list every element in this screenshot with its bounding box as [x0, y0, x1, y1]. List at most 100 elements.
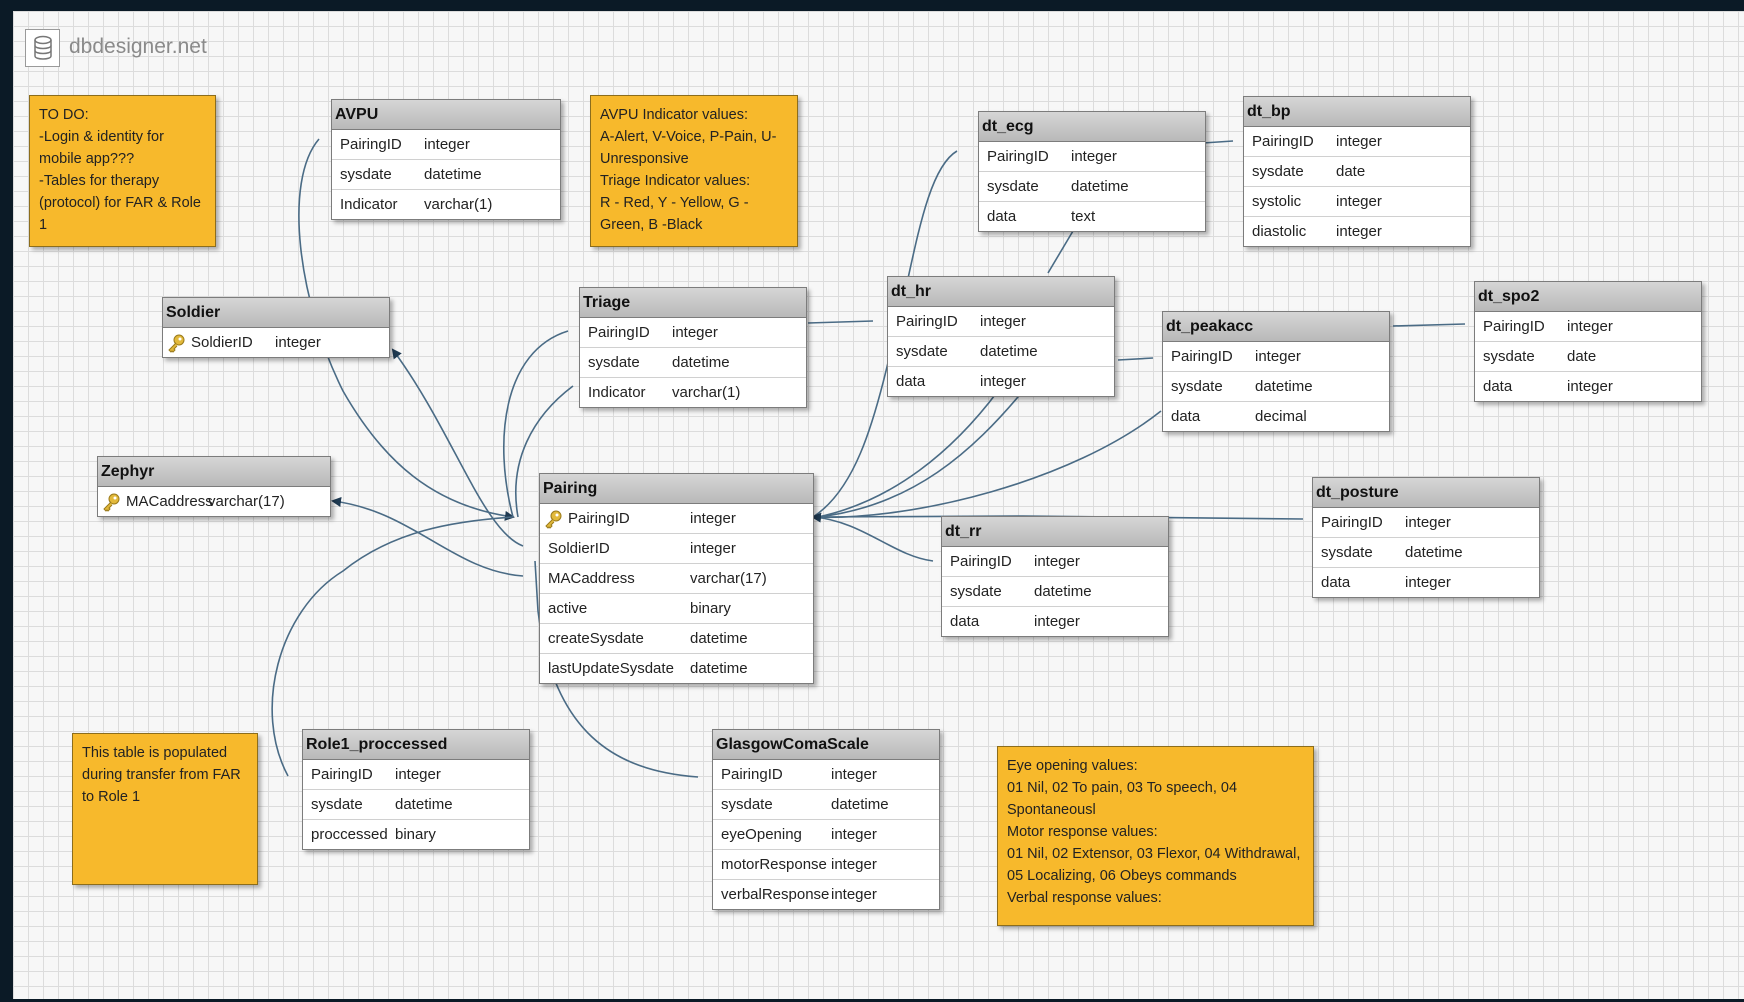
field-name: PairingID [568, 510, 630, 527]
field-type: integer [1567, 318, 1613, 335]
field-type: text [1071, 208, 1096, 225]
note-todo[interactable]: TO DO: -Login & identity for mobile app?… [29, 95, 216, 247]
connector-rr-pairing [811, 512, 934, 562]
note-role1-populated[interactable]: This table is populated during transfer … [72, 733, 258, 885]
field-name: PairingID [340, 136, 402, 153]
diagram-canvas[interactable]: dbdesigner.net TO DO: -Login & identity … [13, 11, 1744, 999]
table-title[interactable]: dt_posture [1313, 478, 1539, 508]
field-type: integer [1071, 148, 1117, 165]
field-type: integer [1255, 348, 1301, 365]
connector-role1-pairing [271, 516, 514, 777]
note-avpu-triage-values[interactable]: AVPU Indicator values: A-Alert, V-Voice,… [590, 95, 798, 247]
field-type: datetime [395, 796, 453, 813]
field-name: verbalResponse [721, 886, 830, 903]
dbdesigner-logo[interactable] [25, 29, 60, 67]
field-name: PairingID [1483, 318, 1545, 335]
table-title[interactable]: Triage [580, 288, 806, 318]
table-title[interactable]: dt_rr [942, 517, 1168, 547]
table-title[interactable]: Pairing [540, 474, 813, 504]
field-type: integer [831, 856, 877, 873]
table-title[interactable]: AVPU [332, 100, 560, 130]
field-type: datetime [690, 660, 748, 677]
table-title[interactable]: dt_spo2 [1475, 282, 1701, 312]
table-title[interactable]: Soldier [163, 298, 389, 328]
field-name: eyeOpening [721, 826, 802, 843]
field-name: diastolic [1252, 223, 1307, 240]
field-type: integer [395, 766, 441, 783]
field-name: PairingID [987, 148, 1049, 165]
field-type: integer [1405, 574, 1451, 591]
table-title[interactable]: Role1_proccessed [303, 730, 529, 760]
table-title[interactable]: GlasgowComaScale [713, 730, 939, 760]
note-gcs-values[interactable]: Eye opening values: 01 Nil, 02 To pain, … [997, 746, 1314, 926]
field-type: varchar(17) [690, 570, 767, 587]
table-title[interactable]: dt_peakacc [1163, 312, 1389, 342]
table-row[interactable]: PairingID integer [979, 142, 1205, 172]
table-row[interactable]: PairingID integer [1475, 312, 1701, 342]
table-title[interactable]: dt_ecg [979, 112, 1205, 142]
table-title[interactable]: dt_bp [1244, 97, 1470, 127]
table-title[interactable]: dt_hr [888, 277, 1114, 307]
table-title[interactable]: Zephyr [98, 457, 330, 487]
connector-pairing-soldier [391, 348, 524, 547]
field-type: varchar(17) [208, 493, 285, 510]
field-name: motorResponse [721, 856, 827, 873]
